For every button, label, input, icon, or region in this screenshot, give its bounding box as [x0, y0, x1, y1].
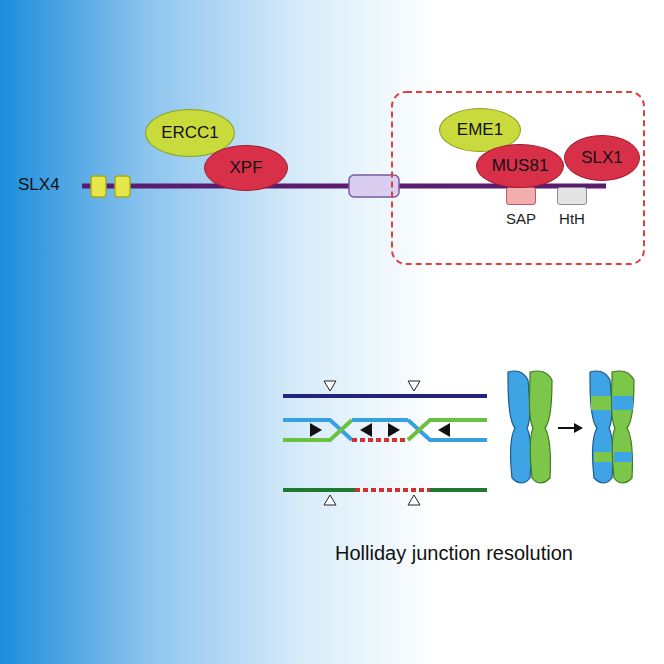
- protein-name: EME1: [457, 120, 503, 140]
- dashed-region: [392, 92, 644, 264]
- cut-arrow: [310, 423, 322, 437]
- protein-ellipse: XPF: [204, 145, 288, 191]
- protein-name: MUS81: [492, 156, 549, 176]
- cut-arrow: [360, 423, 372, 437]
- protein-ellipse: MUS81: [476, 144, 564, 188]
- domain-name: SAP: [506, 210, 536, 227]
- dna-strand: [283, 488, 355, 492]
- cut-site: [324, 495, 336, 505]
- protein-name: ERCC1: [161, 123, 219, 143]
- cut-site: [408, 495, 420, 505]
- domain-box: [91, 176, 106, 197]
- dna-strand: [352, 438, 408, 442]
- domain-box: [115, 176, 130, 197]
- protein-name: SLX1: [581, 148, 623, 168]
- protein-name: XPF: [229, 158, 262, 178]
- arrow-head: [574, 423, 583, 433]
- dna-strand: [355, 488, 430, 492]
- dna-strand: [283, 420, 352, 440]
- cut-site: [324, 381, 336, 391]
- cut-arrow: [388, 423, 400, 437]
- dna-strand: [352, 418, 408, 422]
- dna-strand: [283, 420, 352, 440]
- dna-strand: [430, 488, 487, 492]
- domain-box: SAP: [506, 187, 536, 205]
- chromosome-pair: [508, 371, 552, 483]
- dna-strand: [283, 394, 487, 398]
- arrow: [558, 427, 574, 429]
- dna-strand: [408, 420, 487, 440]
- domain-box: HtH: [557, 187, 587, 205]
- chromosome-pair: [590, 371, 634, 483]
- protein-label: SLX4: [18, 175, 60, 195]
- protein-ellipse: SLX1: [564, 135, 640, 181]
- domain-name: HtH: [559, 210, 585, 227]
- dna-strand: [408, 420, 487, 440]
- cut-site: [408, 381, 420, 391]
- caption-label: Holliday junction resolution: [335, 542, 573, 565]
- cut-arrow: [438, 423, 450, 437]
